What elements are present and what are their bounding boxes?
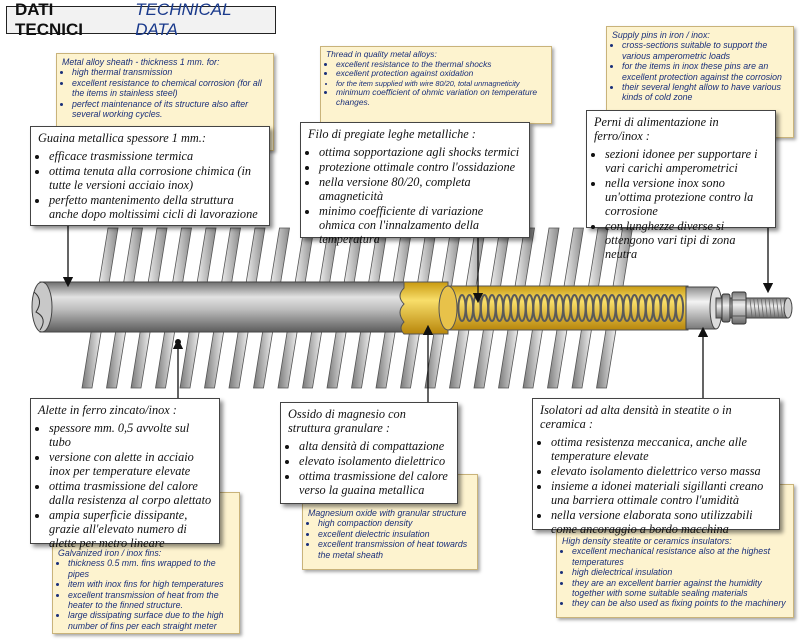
card-fins-head: Alette in ferro zincato/inox : [38,403,177,417]
card-sheath-item: efficace trasmissione termica [49,149,262,163]
card-insulators-item: elevato isolamento dielettrico verso mas… [551,464,772,478]
note-sheath-head: Metal alloy sheath - thickness 1 mm. for… [62,57,220,67]
note-thread-item: for the item supplied with wire 80/20, t… [336,79,546,89]
card-fins-item: ottima trasmissione del calore dalla res… [49,479,212,507]
card-sheath-item: ottima tenuta alla corrosione chimica (i… [49,164,262,192]
note-sheath-item: excellent resistance to chemical corrosi… [72,78,268,99]
card-insulators-head: Isolatori ad alta densità in steatite o … [540,403,732,431]
coil-turn [674,294,685,322]
title-box: DATI TECNICI TECHNICAL DATA [6,0,276,39]
card-sheath-head: Guaina metallica spessore 1 mm.: [38,131,206,145]
card-thread-item: protezione ottimale contro l'ossidazione [319,160,522,174]
card-insulators-item: insieme a idonei materiali sigillanti cr… [551,479,772,507]
card-thread-item: minimo coefficiente di variazione ohmica… [319,204,522,246]
pin-thread [764,298,768,318]
card-magnesium: Ossido di magnesio con struttura granula… [280,402,458,504]
title-english: TECHNICAL DATA [135,0,232,39]
pin-thread [776,298,779,318]
note-magnesium-head: Magnesium oxide with granular structure [308,508,467,518]
supply-pin [715,291,793,325]
note-insulators-item: they are an excellent barrier against th… [572,578,788,599]
card-magnesium-head: Ossido di magnesio con struttura granula… [288,407,406,435]
magnesium-oxide-layer [399,281,689,335]
pin-thread [749,298,753,318]
card-insulators-item: nella versione elaborata sono utilizzabi… [551,508,772,536]
card-insulators: Isolatori ad alta densità in steatite o … [532,398,780,536]
card-pins: Perni di alimentazione in ferro/inox : s… [586,110,776,261]
note-magnesium-item: high compaction density [318,518,472,528]
card-fins-item: spessore mm. 0,5 avvolte sul tubo [49,421,212,449]
card-pins-item: con lunghezze diverse si ottengono vari … [605,219,768,261]
note-pins-item: their several lenght allow to have vario… [622,82,788,103]
card-magnesium-item: ottima trasmissione del calore verso la … [299,469,450,497]
card-thread-item: ottima sopportazione agli shocks termici [319,145,522,159]
card-pins-head: Perni di alimentazione in ferro/inox : [594,115,719,143]
note-pins-item: for the items in inox these pins are an … [622,61,788,82]
pin-thread [757,298,760,318]
card-sheath: Guaina metallica spessore 1 mm.: efficac… [30,126,270,226]
note-thread: Thread in quality metal alloys: excellen… [320,46,552,124]
card-pins-item: nella versione inox sono un'ottima prote… [605,176,768,218]
note-insulators-item: high dielectrical insulation [572,567,788,577]
pin-thread [753,298,757,318]
note-thread-head: Thread in quality metal alloys: [326,49,437,59]
note-pins-item: cross-sections suitable to support the v… [622,40,788,61]
pin-thread [761,298,764,318]
pin-thread [780,298,783,318]
card-thread-item: nella versione 80/20, completa amagnetic… [319,175,522,203]
pin-thread [768,298,772,318]
title-italian: DATI TECNICI [15,0,83,39]
note-fins-item: item with inox fins for high temperature… [68,579,234,589]
card-insulators-item: ottima resistenza meccanica, anche alle … [551,435,772,463]
note-fins-item: thickness 0.5 mm. fins wrapped to the pi… [68,558,234,579]
heater-tube [31,281,411,333]
resistance-coil [457,294,685,322]
note-thread-item: excellent resistance to the thermal shoc… [336,59,546,70]
card-fins-item: versione con alette in acciaio inox per … [49,450,212,478]
leader-lines [62,226,774,402]
note-sheath-item: perfect maintenance of its structure als… [72,99,268,120]
pin-thread [772,298,776,318]
note-thread-item: minimum coefficient of ohmic variation o… [336,88,546,107]
card-pins-item: sezioni idonee per supportare i vari car… [605,147,768,175]
note-fins-item: excellent transmission of heat from the … [68,590,234,611]
card-fins: Alette in ferro zincato/inox : spessore … [30,398,220,550]
note-insulators-head: High density steatite or ceramics insula… [562,536,732,546]
note-fins-item: large dissipating surface due to the hig… [68,610,234,631]
note-pins-head: Supply pins in iron / inox: [612,30,710,40]
note-magnesium-item: excellent dielectric insulation [318,529,472,539]
note-insulators-item: excellent mechanical resistance also at … [572,546,788,567]
note-fins-head: Galvanized iron / inox fins: [58,548,162,558]
note-magnesium-item: excellent transmission of heat towards t… [318,539,472,560]
card-fins-item: ampia superficie dissipante, grazie all'… [49,508,212,550]
card-thread: Filo di pregiate leghe metalliche : otti… [300,122,530,246]
card-magnesium-item: alta densità di compattazione [299,439,450,453]
note-thread-item: excellent protection against oxidation [336,69,546,79]
note-insulators-item: they can be also used as fixing points t… [572,598,788,608]
card-thread-head: Filo di pregiate leghe metalliche : [308,127,476,141]
note-sheath-item: high thermal transmission [72,67,268,77]
card-sheath-item: perfetto mantenimento della struttura an… [49,193,262,221]
card-magnesium-item: elevato isolamento dielettrico [299,454,450,468]
